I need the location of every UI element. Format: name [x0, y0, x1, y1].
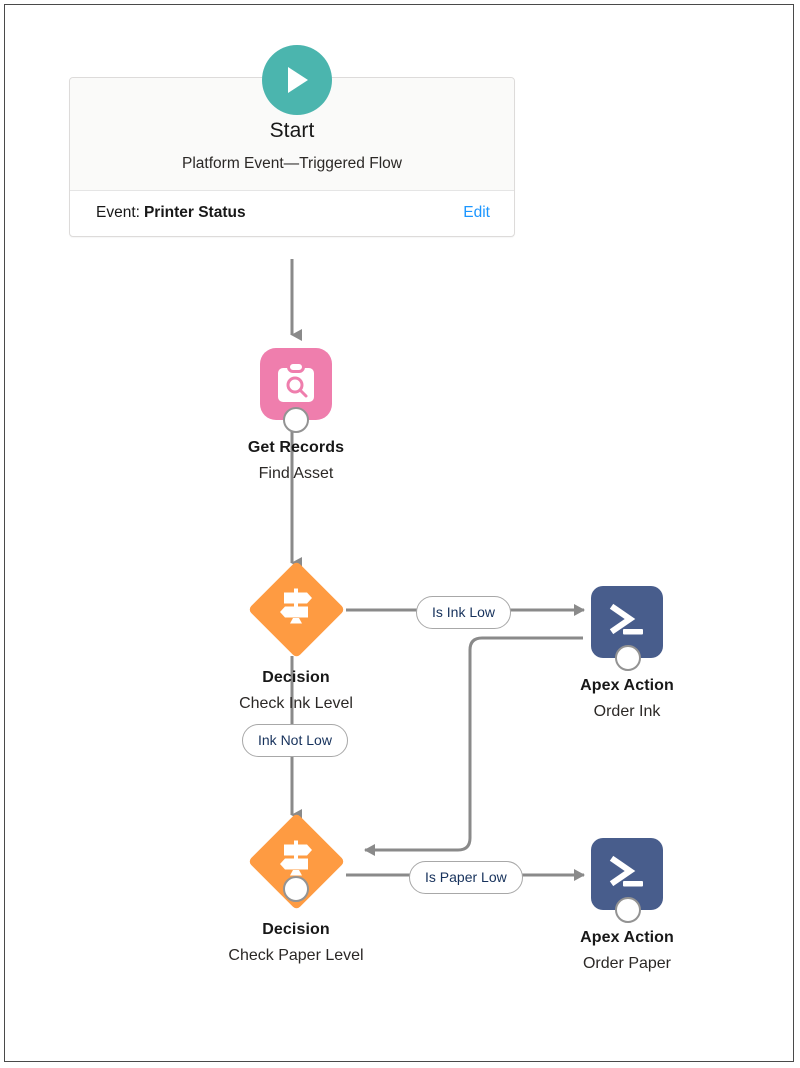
node-title: Decision	[262, 669, 330, 686]
node-get-records[interactable]: Get Records Find Asset	[196, 348, 396, 483]
start-card[interactable]: Start Platform Event—Triggered Flow Even…	[69, 77, 515, 237]
decision-diamond[interactable]	[247, 560, 345, 658]
node-title: Apex Action	[580, 677, 674, 694]
flow-canvas[interactable]: Start Platform Event—Triggered Flow Even…	[5, 5, 793, 1061]
node-title: Decision	[262, 921, 330, 938]
node-subtitle: Order Paper	[582, 955, 672, 973]
terminal-prompt-icon[interactable]	[591, 586, 663, 671]
node-decision-check-paper-level[interactable]: Decision Check Paper Level	[176, 812, 416, 965]
node-subtitle: Check Paper Level	[228, 947, 364, 965]
start-event-value: Printer Status	[143, 203, 246, 221]
start-event-text: Event:Printer Status	[96, 204, 246, 222]
node-subtitle: Find Asset	[258, 465, 334, 483]
add-element-circle[interactable]	[615, 897, 641, 923]
node-title: Get Records	[247, 439, 345, 456]
connector-apex-ink-to-decision-paper[interactable]	[364, 636, 583, 856]
start-edit-link[interactable]: Edit	[463, 203, 490, 221]
add-element-circle[interactable]	[283, 876, 309, 902]
node-subtitle: Order Ink	[593, 703, 661, 721]
start-title: Start	[269, 119, 315, 142]
play-icon[interactable]	[262, 45, 332, 115]
node-title: Apex Action	[580, 929, 674, 946]
connector-label-ink-not-low[interactable]: Ink Not Low	[242, 724, 348, 757]
node-apex-action-order-paper[interactable]: Apex Action Order Paper	[527, 838, 727, 973]
start-event-label: Event:	[96, 203, 140, 221]
clipboard-search-icon[interactable]	[260, 348, 332, 433]
node-subtitle: Check Ink Level	[239, 695, 353, 713]
flow-canvas-frame: Start Platform Event—Triggered Flow Even…	[4, 4, 794, 1062]
decision-diamond[interactable]	[247, 812, 345, 910]
signpost-icon	[274, 586, 318, 633]
start-event-row: Event:Printer Status Edit	[70, 190, 514, 236]
signpost-icon	[274, 838, 318, 885]
add-element-circle[interactable]	[615, 645, 641, 671]
connector-label-is-ink-low[interactable]: Is Ink Low	[416, 596, 512, 629]
terminal-prompt-icon[interactable]	[591, 838, 663, 923]
add-element-circle[interactable]	[283, 407, 309, 433]
start-node[interactable]: Start Platform Event—Triggered Flow Even…	[69, 77, 515, 237]
node-apex-action-order-ink[interactable]: Apex Action Order Ink	[527, 586, 727, 721]
connector-label-is-paper-low[interactable]: Is Paper Low	[409, 861, 523, 894]
start-subtitle: Platform Event—Triggered Flow	[182, 155, 402, 173]
node-decision-check-ink-level[interactable]: Decision Check Ink Level	[176, 560, 416, 713]
